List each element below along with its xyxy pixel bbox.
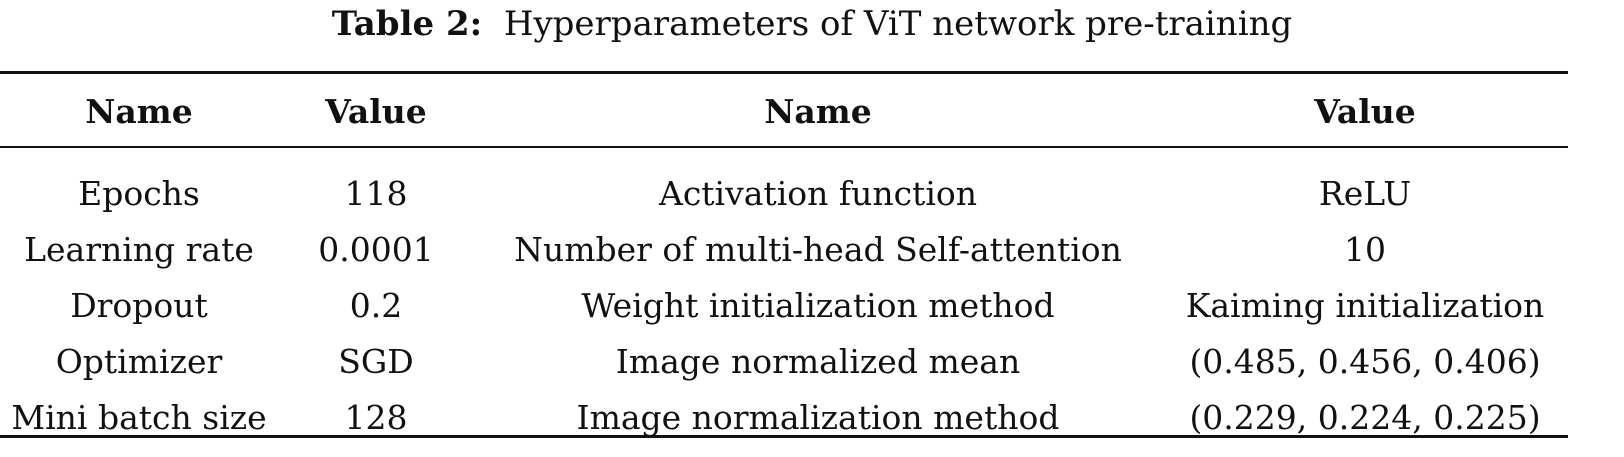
table-header-rule bbox=[0, 146, 1568, 148]
table-cell: Dropout bbox=[70, 285, 208, 325]
table-cell: Mini batch size bbox=[11, 397, 267, 437]
table-cell: 128 bbox=[344, 397, 408, 437]
table-cell: Learning rate bbox=[24, 229, 254, 269]
table-cell: Kaiming initialization bbox=[1185, 285, 1545, 325]
table-row: Learning rate 0.0001 Number of multi-hea… bbox=[0, 221, 1568, 277]
table-bottom-rule bbox=[0, 435, 1568, 438]
table-row: Mini batch size 128 Image normalization … bbox=[0, 389, 1568, 445]
caption-label: Table 2: bbox=[331, 4, 483, 44]
table-cell: Number of multi-head Self-attention bbox=[514, 229, 1122, 269]
table-cell: ReLU bbox=[1318, 173, 1412, 213]
table-cell: 118 bbox=[344, 173, 408, 213]
hyperparameters-table: Name Value Name Value Epochs 118 Activat… bbox=[0, 76, 1568, 445]
table-cell: (0.229, 0.224, 0.225) bbox=[1189, 397, 1541, 437]
header-value-2: Value bbox=[1314, 91, 1416, 131]
table-caption: Table 2: Hyperparameters of ViT network … bbox=[0, 0, 1624, 48]
table-row: Optimizer SGD Image normalized mean (0.4… bbox=[0, 333, 1568, 389]
table-cell: Activation function bbox=[658, 173, 977, 213]
table-cell: Epochs bbox=[78, 173, 200, 213]
table-cell: 0.0001 bbox=[318, 229, 434, 269]
table-cell: Image normalized mean bbox=[615, 341, 1021, 381]
table-body: Epochs 118 Activation function ReLU Lear… bbox=[0, 146, 1568, 445]
header-row: Name Value Name Value bbox=[0, 76, 1568, 146]
caption-text: Hyperparameters of ViT network pre-train… bbox=[503, 4, 1293, 44]
header-name-1: Name bbox=[85, 91, 193, 131]
table-cell: Weight initialization method bbox=[581, 285, 1055, 325]
header-value-1: Value bbox=[325, 91, 427, 131]
table-cell: 10 bbox=[1344, 229, 1386, 269]
table-cell: (0.485, 0.456, 0.406) bbox=[1189, 341, 1541, 381]
table-row: Epochs 118 Activation function ReLU bbox=[0, 165, 1568, 221]
table-cell: Optimizer bbox=[55, 341, 223, 381]
table-cell: 0.2 bbox=[349, 285, 403, 325]
table-cell: Image normalization method bbox=[576, 397, 1060, 437]
table-row: Dropout 0.2 Weight initialization method… bbox=[0, 277, 1568, 333]
table-header: Name Value Name Value bbox=[0, 76, 1568, 146]
header-name-2: Name bbox=[764, 91, 872, 131]
table-cell: SGD bbox=[338, 341, 414, 381]
table-top-rule bbox=[0, 71, 1568, 74]
